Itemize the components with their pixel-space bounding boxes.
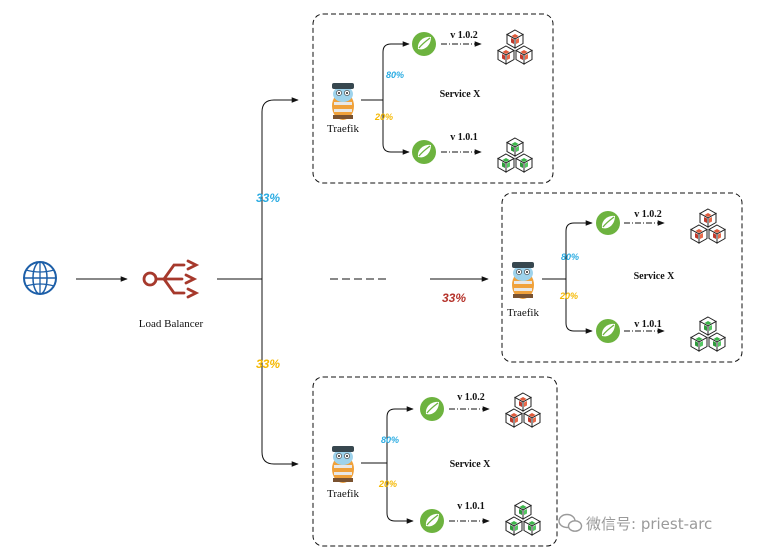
traefik-gopher-icon bbox=[331, 445, 355, 484]
traefik-gopher-icon bbox=[331, 82, 355, 121]
service-cubes-icon-old bbox=[498, 138, 532, 172]
service-group-top: Traefik 80% 20% v 1.0.2 v 1.0.1 Service … bbox=[312, 13, 554, 184]
globe-icon bbox=[23, 261, 57, 295]
spring-leaf-icon bbox=[595, 318, 621, 344]
traefik-label: Traefik bbox=[507, 307, 539, 319]
split-new-label: 80% bbox=[386, 70, 404, 80]
service-cubes-icon-new bbox=[691, 209, 725, 243]
service-group-bottom: Traefik 80% 20% v 1.0.2 v 1.0.1 Service … bbox=[312, 376, 558, 547]
service-cubes-icon-old bbox=[506, 501, 540, 535]
split-new-label: 80% bbox=[561, 252, 579, 262]
service-cubes-icon-old bbox=[691, 317, 725, 351]
watermark-text: 微信号: priest-arc bbox=[586, 515, 712, 533]
service-label: Service X bbox=[450, 459, 492, 470]
lb-split-bottom: 33% bbox=[256, 357, 280, 371]
traefik-label: Traefik bbox=[327, 123, 359, 135]
edge-to-new-version bbox=[382, 41, 410, 100]
service-group-middle: Traefik 80% 20% v 1.0.2 v 1.0.1 Service … bbox=[501, 192, 743, 363]
service-label: Service X bbox=[634, 271, 676, 282]
traefik-label: Traefik bbox=[327, 488, 359, 500]
edge-to-old-version bbox=[565, 279, 593, 334]
version-new-label: v 1.0.2 bbox=[450, 30, 478, 41]
split-old-label: 20% bbox=[378, 479, 397, 489]
version-old-label: v 1.0.1 bbox=[457, 501, 485, 512]
load-balancer-icon bbox=[142, 259, 200, 299]
split-old-label: 20% bbox=[559, 291, 578, 301]
split-new-label: 80% bbox=[381, 435, 399, 445]
edge-to-old-version bbox=[386, 463, 414, 524]
spring-leaf-icon bbox=[411, 31, 437, 57]
service-cubes-icon-new bbox=[506, 393, 540, 427]
lb-split-top: 33% bbox=[256, 191, 280, 205]
group-box bbox=[312, 376, 558, 547]
spring-leaf-icon bbox=[411, 139, 437, 165]
version-new-label: v 1.0.2 bbox=[634, 209, 662, 220]
lb-split-middle: 33% bbox=[442, 291, 466, 305]
version-old-label: v 1.0.1 bbox=[634, 319, 662, 330]
edge-to-new-version bbox=[386, 406, 414, 463]
version-old-label: v 1.0.1 bbox=[450, 132, 478, 143]
wechat-icon bbox=[558, 513, 583, 532]
traefik-gopher-icon bbox=[511, 261, 535, 300]
edge-to-new-version bbox=[565, 220, 593, 279]
service-label: Service X bbox=[440, 89, 482, 100]
spring-leaf-icon bbox=[419, 396, 445, 422]
edge-lb-to-bottom-group bbox=[261, 279, 299, 467]
split-old-label: 20% bbox=[374, 112, 393, 122]
service-cubes-icon-new bbox=[498, 30, 532, 64]
load-balancer-label: Load Balancer bbox=[139, 318, 204, 330]
version-new-label: v 1.0.2 bbox=[457, 392, 485, 403]
edge-lb-to-top-group bbox=[261, 97, 299, 279]
spring-leaf-icon bbox=[595, 210, 621, 236]
spring-leaf-icon bbox=[419, 508, 445, 534]
edge-to-old-version bbox=[382, 100, 410, 155]
